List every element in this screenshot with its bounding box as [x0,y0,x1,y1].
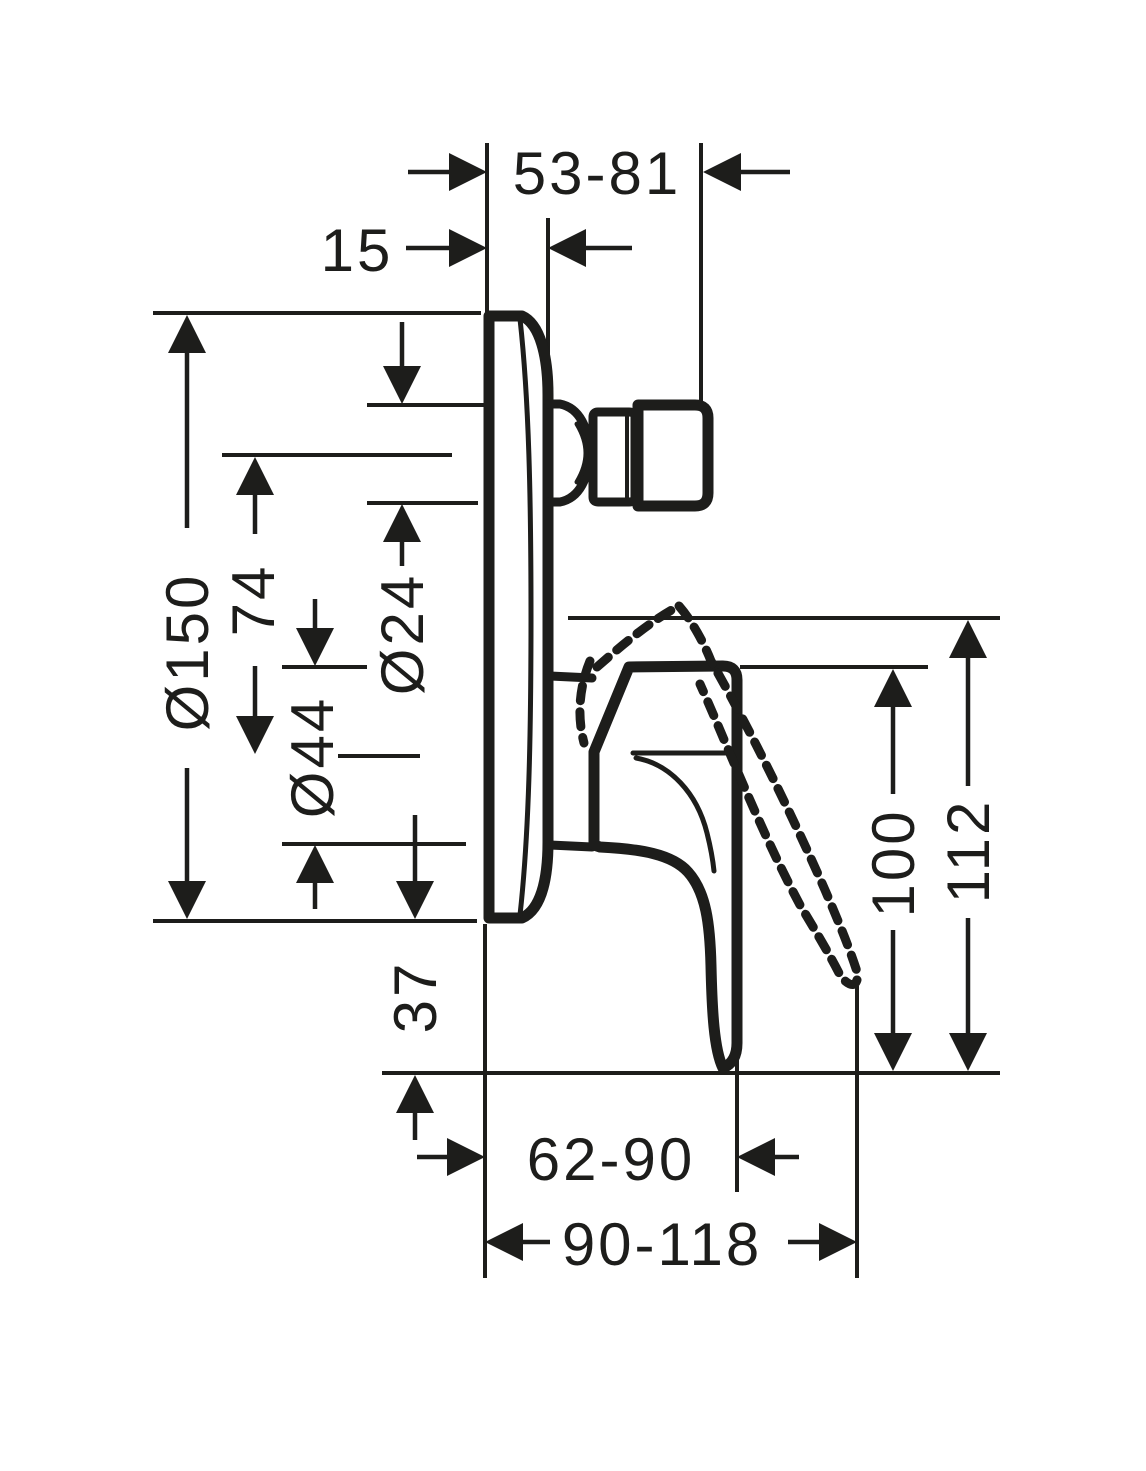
dim-label-depth-range: 53-81 [513,140,681,207]
lever-raised-front-dashed [674,601,863,989]
arrowhead-down-icon [874,1033,912,1071]
dim-label-handle-height: 100 [860,808,927,917]
dimension-lines [184,169,971,1245]
arrowhead-down-icon [396,881,434,919]
spout-neck [544,399,594,507]
spout-neck-arc [574,421,589,485]
arrowhead-up-icon [949,620,987,658]
fixture-drawing [483,310,863,1074]
arrowhead-up-icon [168,315,206,353]
arrowhead-down-icon [236,716,274,754]
lever-raised-back-dashed [592,601,684,672]
arrowhead-right-icon [447,1138,485,1176]
arrowhead-down-icon [296,628,334,666]
dim-label-plate-thickness: 15 [321,217,394,284]
arrowhead-left-icon [703,153,741,191]
lever-raised-base-dashed [575,656,595,748]
arrowhead-up-icon [383,504,421,542]
wall-plate-outline [483,310,554,924]
arrowhead-down-icon [383,366,421,404]
arrowhead-up-icon [396,1075,434,1113]
dimension-labels: 53-81 15 Ø150 74 Ø24 Ø44 37 100 112 62-9… [154,140,1002,1278]
dim-label-axis-distance: 74 [220,564,287,637]
arrowhead-up-icon [236,457,274,495]
dim-label-reach-range-raised: 90-118 [562,1211,762,1278]
arrowhead-up-icon [874,669,912,707]
wall-plate-contour [517,316,534,918]
arrowheads [168,153,987,1261]
dim-label-bottom-offset: 37 [382,961,449,1034]
arrowhead-down-icon [168,881,206,919]
arrowhead-right-icon [449,153,487,191]
handle-sleeve-bottom [545,840,597,852]
arrowhead-left-icon [548,229,586,267]
arrowhead-down-icon [949,1033,987,1071]
arrowhead-up-icon [296,845,334,883]
dim-label-spout-diameter: Ø24 [369,573,436,695]
dim-label-plate-diameter: Ø150 [154,573,221,732]
lever-handle-outline [588,660,743,1074]
lever-handle-inner-curve [633,755,717,874]
dim-label-handle-height-raised: 112 [935,799,1002,904]
spout-cylinder-large [632,399,714,512]
arrowhead-left-icon [485,1223,523,1261]
arrowhead-left-icon [737,1138,775,1176]
dim-label-reach-range: 62-90 [527,1126,695,1193]
dim-label-handle-base-diameter: Ø44 [279,696,346,818]
arrowhead-right-icon [819,1223,857,1261]
arrowhead-right-icon [449,229,487,267]
